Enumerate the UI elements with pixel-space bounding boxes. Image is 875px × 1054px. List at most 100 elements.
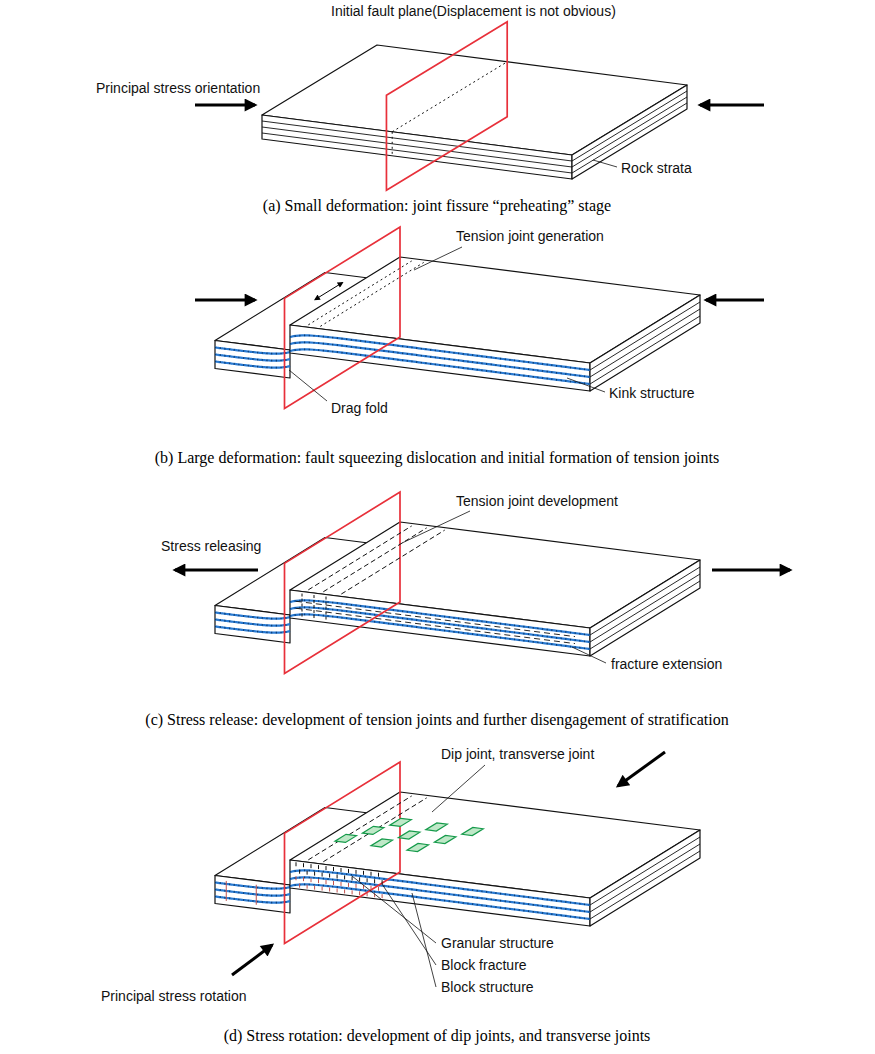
granular-fracture <box>307 871 308 875</box>
stratum-line <box>590 567 700 635</box>
drag-fold-stratum <box>290 877 590 912</box>
annotation-label: Stress releasing <box>160 538 262 554</box>
stratum-line <box>590 844 700 912</box>
stratum-line <box>262 133 572 173</box>
granular-fracture <box>348 869 349 873</box>
granular-fracture <box>341 868 342 872</box>
block-fracture <box>326 880 327 884</box>
annotation-label: Drag fold <box>330 400 389 416</box>
annotation-label: Tension joint generation <box>455 228 605 244</box>
fault-plane <box>285 762 401 943</box>
stratum-line <box>590 309 700 377</box>
kink-tick-line <box>290 349 590 384</box>
dip-joint-block <box>390 818 412 826</box>
block-fracture <box>329 888 330 892</box>
block-fracture <box>382 894 383 898</box>
granular-fracture <box>367 878 368 882</box>
drag-fold-stratum <box>215 626 290 632</box>
granular-fracture <box>311 864 312 868</box>
block-fracture <box>359 891 360 895</box>
leader-line <box>567 378 605 392</box>
granular-fracture <box>374 879 375 883</box>
granular-fracture <box>344 875 345 879</box>
granular-fracture <box>378 873 379 877</box>
fracture-extension <box>296 601 575 636</box>
kink-tick-line <box>215 626 290 632</box>
granular-fracture <box>359 877 360 881</box>
dip-joint-block <box>407 843 429 851</box>
granular-fracture <box>314 872 315 876</box>
annotation-label: Granular structure <box>440 935 555 951</box>
block-fracture <box>356 884 357 888</box>
annotation-label: Principal stress rotation <box>100 988 248 1004</box>
rock-front-face <box>215 606 290 644</box>
kink-tick-line <box>290 877 590 912</box>
rock-front-face <box>290 325 590 391</box>
dip-joint-block <box>462 827 484 835</box>
kink-tick-line <box>215 347 290 353</box>
block-fracture <box>352 890 353 894</box>
annotation-label: Dip joint, transverse joint <box>440 746 595 762</box>
stratum-line <box>590 581 700 649</box>
annotation-label: Principal stress orientation <box>95 80 261 96</box>
stratum-line <box>572 97 687 167</box>
fault-trace <box>392 62 507 132</box>
fault-plane <box>285 492 401 673</box>
panel-caption: (c) Stress release: development of tensi… <box>144 710 729 729</box>
leader-line <box>352 876 436 943</box>
tension-joint <box>323 798 426 862</box>
block-fracture <box>348 883 349 887</box>
stratum-line <box>590 302 700 370</box>
granular-fracture <box>337 874 338 878</box>
kink-tick-line <box>215 612 290 618</box>
drag-fold-stratum <box>290 607 590 642</box>
block-fracture <box>311 878 312 882</box>
stress-arrow <box>618 752 665 786</box>
block-fracture <box>344 889 345 893</box>
rock-side-face <box>590 295 700 391</box>
dip-joint-block <box>335 834 357 842</box>
drag-fold-stratum <box>215 354 290 360</box>
tension-joint <box>323 528 426 592</box>
rock-front-face <box>290 860 590 926</box>
dip-joint-block <box>426 823 448 831</box>
kink-tick-line <box>290 607 590 642</box>
annotation-label: fracture extension <box>610 656 723 672</box>
tension-joint <box>341 530 444 594</box>
drag-fold-stratum <box>215 619 290 625</box>
tension-crack <box>326 597 327 621</box>
dip-joint-block <box>371 839 393 847</box>
block-fracture <box>371 886 372 890</box>
leader-line <box>382 884 436 965</box>
dip-joint-block <box>434 835 456 843</box>
granular-fracture <box>303 863 304 867</box>
granular-fracture <box>352 876 353 880</box>
stratum-line <box>262 121 572 161</box>
block-fracture <box>303 877 304 881</box>
kink-tick-line <box>215 361 290 367</box>
stress-arrow <box>175 569 258 572</box>
block-fracture <box>307 885 308 889</box>
stress-arrow <box>232 945 272 975</box>
granular-fracture <box>322 873 323 877</box>
drag-fold-stratum <box>290 349 590 384</box>
rock-side-face <box>590 560 700 656</box>
block-fracture <box>314 886 315 890</box>
block-fracture <box>226 881 227 901</box>
leader-line <box>414 247 462 270</box>
fault-trace <box>392 132 393 156</box>
granular-fracture <box>299 870 300 874</box>
annotation-label: Block structure <box>440 979 535 995</box>
rock-front-face <box>215 341 290 379</box>
granular-fracture <box>371 872 372 876</box>
annotation-label: Tension joint development <box>455 493 619 509</box>
block-fracture <box>378 887 379 891</box>
tension-joint <box>308 526 411 590</box>
leader-line <box>289 370 327 401</box>
annotation-label: Kink structure <box>608 385 696 401</box>
block-fracture <box>296 876 297 880</box>
rock-front-face <box>262 115 572 179</box>
block-fracture <box>333 881 334 885</box>
